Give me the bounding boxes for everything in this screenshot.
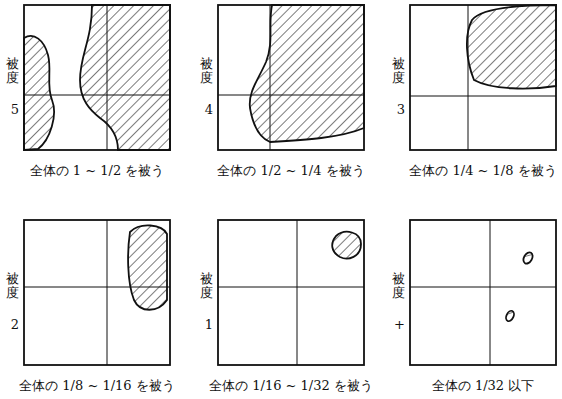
plot-square xyxy=(24,220,170,365)
coverage-word: 被度 xyxy=(392,272,405,301)
coverage-caption: 全体の 1 ~ 1/2 を被う xyxy=(30,164,165,178)
hatched-dot xyxy=(505,310,516,323)
plot-square xyxy=(410,220,556,365)
cover-patches xyxy=(24,5,556,322)
hatched-patch xyxy=(24,36,54,150)
hatched-patch xyxy=(250,5,364,142)
coverage-word: 被度 xyxy=(200,57,213,86)
coverage-class: 5 xyxy=(11,103,19,117)
coverage-class: 2 xyxy=(11,318,19,332)
coverage-word: 被度 xyxy=(392,57,405,86)
plot-frames xyxy=(24,5,556,365)
coverage-caption: 全体の 1/4 ~ 1/8 を被う xyxy=(409,164,556,178)
plot-square xyxy=(410,5,556,150)
plot-square xyxy=(218,5,364,150)
coverage-class: 3 xyxy=(397,103,405,117)
coverage-class: 1 xyxy=(205,318,213,332)
coverage-class: 4 xyxy=(205,103,213,117)
coverage-caption: 全体の 1/16 ~ 1/32 を被う xyxy=(209,379,373,393)
coverage-caption: 全体の 1/32 以下 xyxy=(432,379,534,393)
coverage-caption: 全体の 1/8 ~ 1/16 を被う xyxy=(19,379,175,393)
coverage-class: + xyxy=(394,318,405,332)
hatched-patch xyxy=(128,225,167,309)
coverage-word: 被度 xyxy=(200,272,213,301)
coverage-word: 被度 xyxy=(6,272,19,301)
plot-square xyxy=(24,5,170,150)
quarter-lines xyxy=(24,5,556,365)
coverage-word: 被度 xyxy=(6,57,19,86)
hatched-patch xyxy=(467,5,556,88)
hatched-patch xyxy=(332,232,361,259)
plot-square xyxy=(218,220,364,365)
hatched-dot xyxy=(522,251,535,265)
hatched-patch xyxy=(80,5,170,150)
coverage-caption: 全体の 1/2 ~ 1/4 を被う xyxy=(217,164,364,178)
